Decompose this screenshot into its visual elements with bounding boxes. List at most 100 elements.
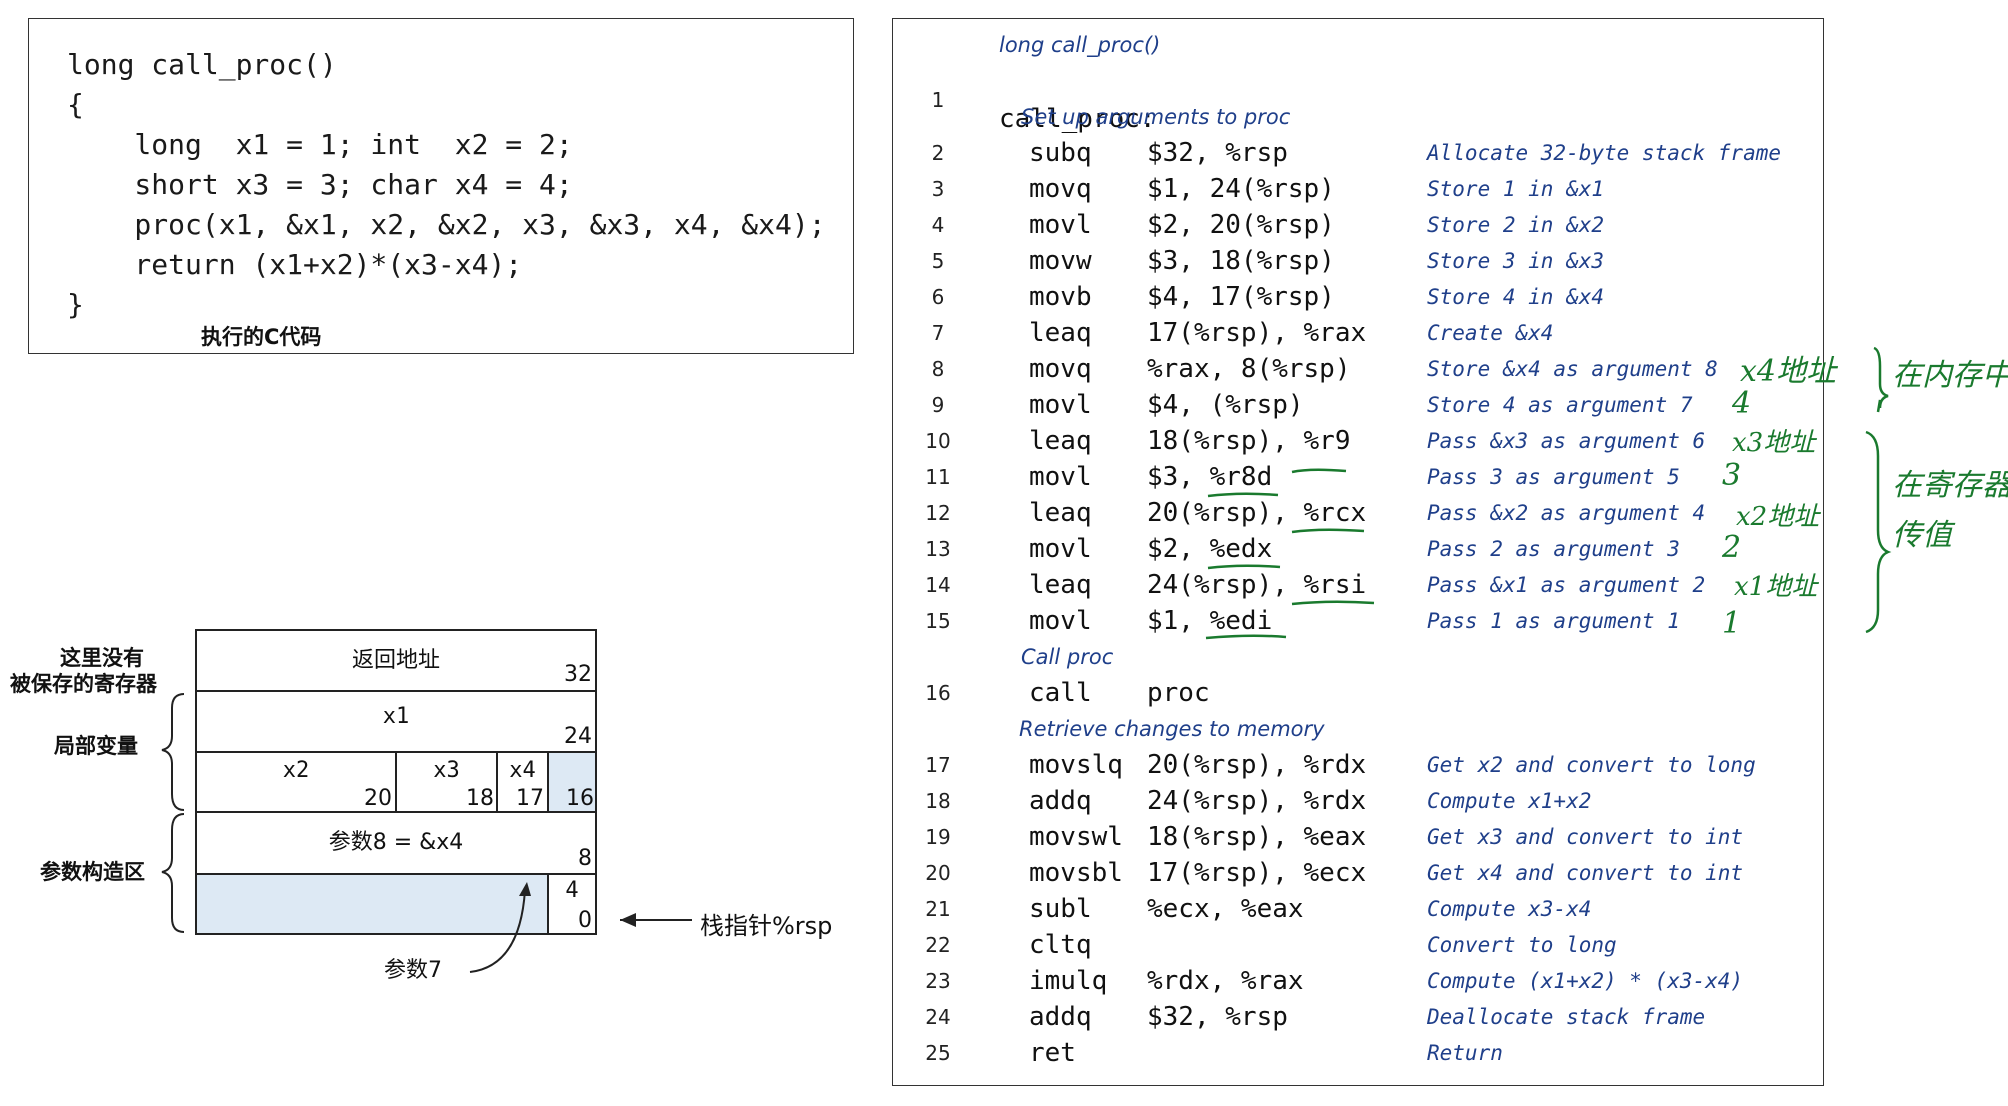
asm-opcode: movl — [1029, 606, 1092, 636]
asm-line-number: 16 — [925, 681, 951, 705]
asm-operands: proc — [1147, 678, 1210, 708]
asm-section-setup: Set up arguments to proc — [1021, 105, 1291, 129]
asm-line-number: 20 — [925, 861, 951, 885]
c-code-line: short x3 = 3; char x4 = 4; — [67, 168, 573, 201]
locals-brace — [161, 693, 185, 811]
asm-opcode: movq — [1029, 354, 1092, 384]
label-no-saved-regs-1: 这里没有 — [60, 646, 144, 670]
asm-line-number: 13 — [925, 537, 951, 561]
asm-opcode: leaq — [1029, 498, 1092, 528]
asm-line-number: 23 — [925, 969, 951, 993]
asm-opcode: movw — [1029, 246, 1092, 276]
asm-opcode: movsbl — [1029, 858, 1123, 888]
asm-comment: Store &x4 as argument 8 — [1427, 357, 1718, 381]
asm-comment: Pass &x2 as argument 4 — [1427, 501, 1706, 525]
asm-opcode: cltq — [1029, 930, 1092, 960]
asm-section-call: Call proc — [1021, 645, 1114, 669]
asm-operands: %ecx, %eax — [1147, 894, 1304, 924]
asm-row: 12 leaq 20(%rsp), %rcx Pass &x2 as argument… — [893, 495, 1823, 531]
asm-line-number: 15 — [925, 609, 951, 633]
c-code-line: long x1 = 1; int x2 = 2; — [67, 128, 573, 161]
c-code-line: proc(x1, &x1, x2, &x2, x3, &x3, x4, &x4)… — [67, 208, 826, 241]
c-code-block: long call_proc(){ long x1 = 1; int x2 = … — [67, 45, 826, 325]
asm-operands: 17(%rsp), %rax — [1147, 318, 1367, 348]
c-code-line: long call_proc() — [67, 48, 337, 81]
asm-operands: $2, 20(%rsp) — [1147, 210, 1335, 240]
asm-comment: Store 3 in &x3 — [1427, 249, 1605, 273]
asm-comment: Pass 2 as argument 3 — [1427, 537, 1680, 561]
asm-comment: Pass 3 as argument 5 — [1427, 465, 1680, 489]
asm-opcode: call — [1029, 678, 1092, 708]
asm-comment: Get x4 and convert to int — [1427, 861, 1744, 885]
padding-cell — [548, 752, 596, 812]
asm-operands: 18(%rsp), %r9 — [1147, 426, 1351, 456]
asm-line-number: 17 — [925, 753, 951, 777]
asm-comment: Convert to long — [1427, 933, 1617, 957]
asm-comment: Compute x3-x4 — [1427, 897, 1592, 921]
args-brace — [161, 813, 185, 933]
asm-comment: Store 1 in &x1 — [1427, 177, 1605, 201]
cell-x4: x4 — [509, 758, 536, 783]
offset-17: 17 — [516, 786, 544, 811]
asm-operands: $32, %rsp — [1147, 1002, 1288, 1032]
note-in-register: 在寄存器 — [1892, 468, 2008, 503]
asm-operands: 24(%rsp), %rsi — [1147, 570, 1367, 600]
asm-line-number: 6 — [931, 285, 945, 309]
cell-x2: x2 — [282, 758, 310, 783]
asm-opcode: addq — [1029, 786, 1092, 816]
offset-18: 18 — [466, 786, 494, 811]
arg7-caption: 参数7 — [384, 958, 442, 983]
asm-operands: $2, %edx — [1147, 534, 1273, 564]
c-code-line: return (x1+x2)*(x3-x4); — [67, 248, 523, 281]
asm-line-number: 4 — [931, 213, 945, 237]
cell-arg8: 参数8 = &x4 — [328, 830, 464, 855]
asm-opcode: movl — [1029, 390, 1092, 420]
register-brace — [1865, 430, 1892, 634]
asm-line-number: 7 — [931, 321, 945, 345]
asm-comment: Pass &x3 as argument 6 — [1427, 429, 1706, 453]
assembly-listing: long call_proc() 1 call_proc: Set up arg… — [892, 18, 1824, 1086]
cell-x1: x1 — [382, 704, 410, 729]
asm-function-header: long call_proc() — [999, 33, 1161, 57]
asm-opcode: leaq — [1029, 318, 1092, 348]
asm-row: 20 movsbl 17(%rsp), %ecx Get x4 and convert… — [893, 855, 1823, 891]
asm-line-number: 12 — [925, 501, 951, 525]
arg7-arrow — [469, 889, 526, 973]
memory-brace — [1873, 346, 1889, 413]
asm-line-number: 2 — [931, 141, 945, 165]
asm-opcode: leaq — [1029, 426, 1092, 456]
stack-frame-graphic — [161, 629, 692, 973]
offset-24: 24 — [564, 724, 592, 749]
asm-line-number: 25 — [925, 1041, 951, 1065]
offset-0: 0 — [578, 908, 592, 933]
asm-line-number: 10 — [925, 429, 951, 453]
asm-operands: 20(%rsp), %rdx — [1147, 750, 1367, 780]
asm-line-number: 1 — [931, 88, 945, 112]
asm-opcode: movl — [1029, 210, 1092, 240]
asm-operands: $1, %edi — [1147, 606, 1273, 636]
offset-8: 8 — [578, 846, 592, 871]
asm-line-number: 5 — [931, 249, 945, 273]
asm-operands: 20(%rsp), %rcx — [1147, 498, 1367, 528]
stack-pointer-label: 栈指针%rsp — [700, 912, 833, 940]
asm-operands: $4, 17(%rsp) — [1147, 282, 1335, 312]
asm-opcode: movl — [1029, 462, 1092, 492]
asm-opcode: addq — [1029, 1002, 1092, 1032]
asm-operands: 18(%rsp), %eax — [1147, 822, 1367, 852]
asm-opcode: imulq — [1029, 966, 1108, 996]
asm-section-retrieve: Retrieve changes to memory — [1019, 717, 1325, 741]
asm-operands: 17(%rsp), %ecx — [1147, 858, 1367, 888]
asm-comment: Store 2 in &x2 — [1427, 213, 1605, 237]
unused-cell — [196, 874, 548, 934]
asm-comment: Compute x1+x2 — [1427, 789, 1592, 813]
asm-opcode: subl — [1029, 894, 1092, 924]
